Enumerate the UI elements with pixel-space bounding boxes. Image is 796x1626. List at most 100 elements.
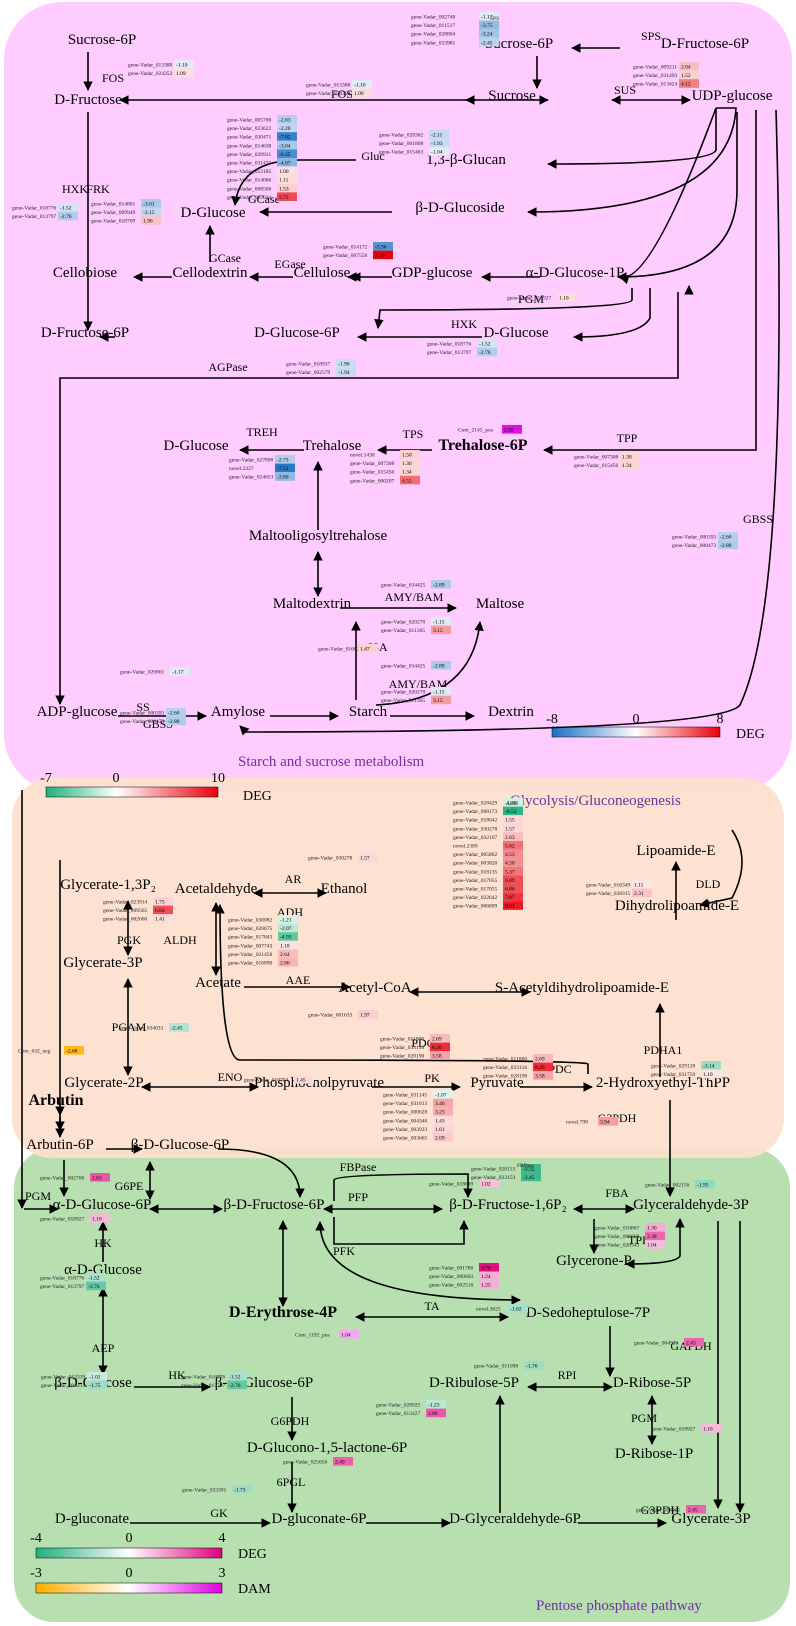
gene-id: gene-Vadar_000207 — [350, 478, 395, 484]
expression-value: -3.75 — [481, 23, 493, 29]
expression-value: 1.61 — [435, 1127, 445, 1133]
expression-cell — [679, 62, 699, 71]
expression-value: 2.49 — [335, 1460, 345, 1466]
gene-id: gene-Vadar_031813 — [383, 1101, 428, 1107]
expression-cell — [429, 130, 449, 139]
expression-cell — [277, 192, 297, 201]
expression-value: 1.00 — [279, 169, 289, 175]
gene-id: gene-Vadar_030278 — [453, 826, 498, 832]
expression-value: -3.14 — [703, 1064, 715, 1070]
expression-value: -2.11 — [431, 133, 443, 139]
gene-id: gene-Vadar_003665 — [383, 1136, 428, 1142]
expression-value: 1.04 — [647, 1243, 657, 1249]
expression-value: -2.15 — [143, 210, 155, 216]
expression-cell — [429, 147, 449, 156]
legend-max: 3 — [219, 1566, 226, 1581]
expression-value: 2.38 — [647, 1234, 657, 1240]
gene-id: gene-Vadar_018927 — [651, 1427, 696, 1433]
expression-value: 1.53 — [279, 186, 289, 192]
expression-value: 5.37 — [505, 869, 515, 875]
gene-id: gene-Vadar_034425 — [381, 583, 426, 589]
gene-id: Com_632_neg — [18, 1049, 51, 1055]
expression-cell — [679, 79, 699, 88]
expression-cell — [701, 1424, 721, 1433]
expression-value: 1.11 — [279, 178, 289, 184]
gene-id: gene-Vadar_008473 — [120, 719, 165, 725]
gene-id: gene-Vadar_011800 — [380, 1037, 424, 1043]
gene-id: gene-Vadar_002748 — [411, 15, 456, 21]
gene-id: gene-Vadar_025656 — [283, 1460, 328, 1466]
compound-n12: Cellulose — [294, 265, 351, 281]
expression-cell — [174, 68, 194, 78]
expression-cell — [400, 475, 420, 485]
expression-value: -1.15 — [433, 620, 445, 626]
expression-value: 2.69 — [432, 1037, 442, 1043]
expression-value: -2.60 — [168, 711, 180, 717]
enzyme-e12: HXK — [451, 317, 477, 331]
gene-id: novel.798 — [566, 1120, 588, 1126]
enzyme-e21: GBSS — [143, 717, 173, 731]
gene-id: gene-Vadar_007558 — [323, 253, 368, 259]
expression-value: 1.09 — [354, 91, 364, 97]
expression-value: -1.95 — [697, 1183, 709, 1189]
gene-id: gene-Vadar_023914 — [103, 900, 148, 906]
gene-id: gene-Vadar_003820 — [453, 861, 498, 867]
enzyme-e7: FRK — [86, 182, 110, 196]
gene-table-g41: gene-Vadar_028113-3.52gene-Vadar_023153-… — [471, 1164, 541, 1182]
expression-cell — [503, 849, 523, 859]
expression-cell — [524, 1361, 544, 1370]
expression-value: 8.20 — [535, 1065, 545, 1071]
compound-n8: D-Glucose — [181, 205, 246, 221]
enzyme-e48: G6PDH — [271, 1414, 310, 1428]
expression-value: 5.62 — [505, 844, 515, 850]
expression-cell — [431, 617, 451, 626]
compound-n60: D-Glyceraldehyde-6P — [449, 1511, 581, 1527]
expression-cell — [479, 20, 499, 30]
expression-cell — [718, 532, 738, 541]
compound-n30: Acetaldehyde — [175, 881, 258, 897]
enzyme-e16: TPP — [617, 431, 638, 445]
expression-cell — [90, 1173, 110, 1182]
enzyme-e32: PK — [424, 1071, 440, 1085]
gene-table-g42: gene-Vadar_002156-1.95 — [645, 1180, 715, 1189]
legend-ppp-deg: -4 0 4 DEG — [30, 1531, 267, 1562]
compound-n38: Phosphoenolpyruvate — [254, 1075, 384, 1091]
gene-id: gene-Vadar_018776 — [181, 1375, 226, 1381]
enzyme-e45: AEP — [92, 1341, 115, 1355]
expression-cell — [503, 806, 523, 816]
expression-value: 1.41 — [155, 917, 165, 923]
gene-id: gene-Vadar_029128 — [651, 1064, 696, 1070]
expression-cell — [166, 708, 186, 717]
reaction-arrow — [547, 108, 717, 169]
expression-value: 1.11 — [634, 883, 644, 889]
expression-cell — [339, 1330, 359, 1339]
expression-cell — [521, 1172, 541, 1182]
compound-n44: α-D-Glucose-6P — [53, 1197, 152, 1213]
expression-cell — [227, 1372, 247, 1381]
compound-n59: D-gluconate-6P — [272, 1511, 367, 1527]
gene-table-g56: gene-Vadar_033391-1.73 — [182, 1485, 252, 1494]
expression-value: 6.86 — [505, 887, 515, 893]
gene-id: gene-Vadar_033391 — [182, 1488, 227, 1494]
expression-cell — [433, 1115, 453, 1125]
legend-min: -4 — [30, 1531, 42, 1546]
expression-value: 1.30 — [647, 1226, 657, 1232]
legend-max: 4 — [219, 1531, 226, 1546]
expression-cell — [166, 716, 186, 726]
expression-value: -1.15 — [433, 690, 445, 696]
enzyme-e44: TA — [424, 1299, 439, 1313]
compound-n55: D-Ribose-5P — [613, 1375, 691, 1391]
expression-cell — [431, 687, 451, 696]
expression-value: -2.76 — [479, 350, 491, 356]
enzyme-e20: SS — [136, 700, 149, 714]
gene-id: gene-Vadar_028804 — [411, 32, 456, 38]
expression-value: -7.51 — [277, 466, 289, 472]
expression-cell — [695, 1180, 715, 1189]
expression-value: -1.17 — [481, 15, 493, 21]
enzyme-e15: TPS — [403, 427, 424, 441]
